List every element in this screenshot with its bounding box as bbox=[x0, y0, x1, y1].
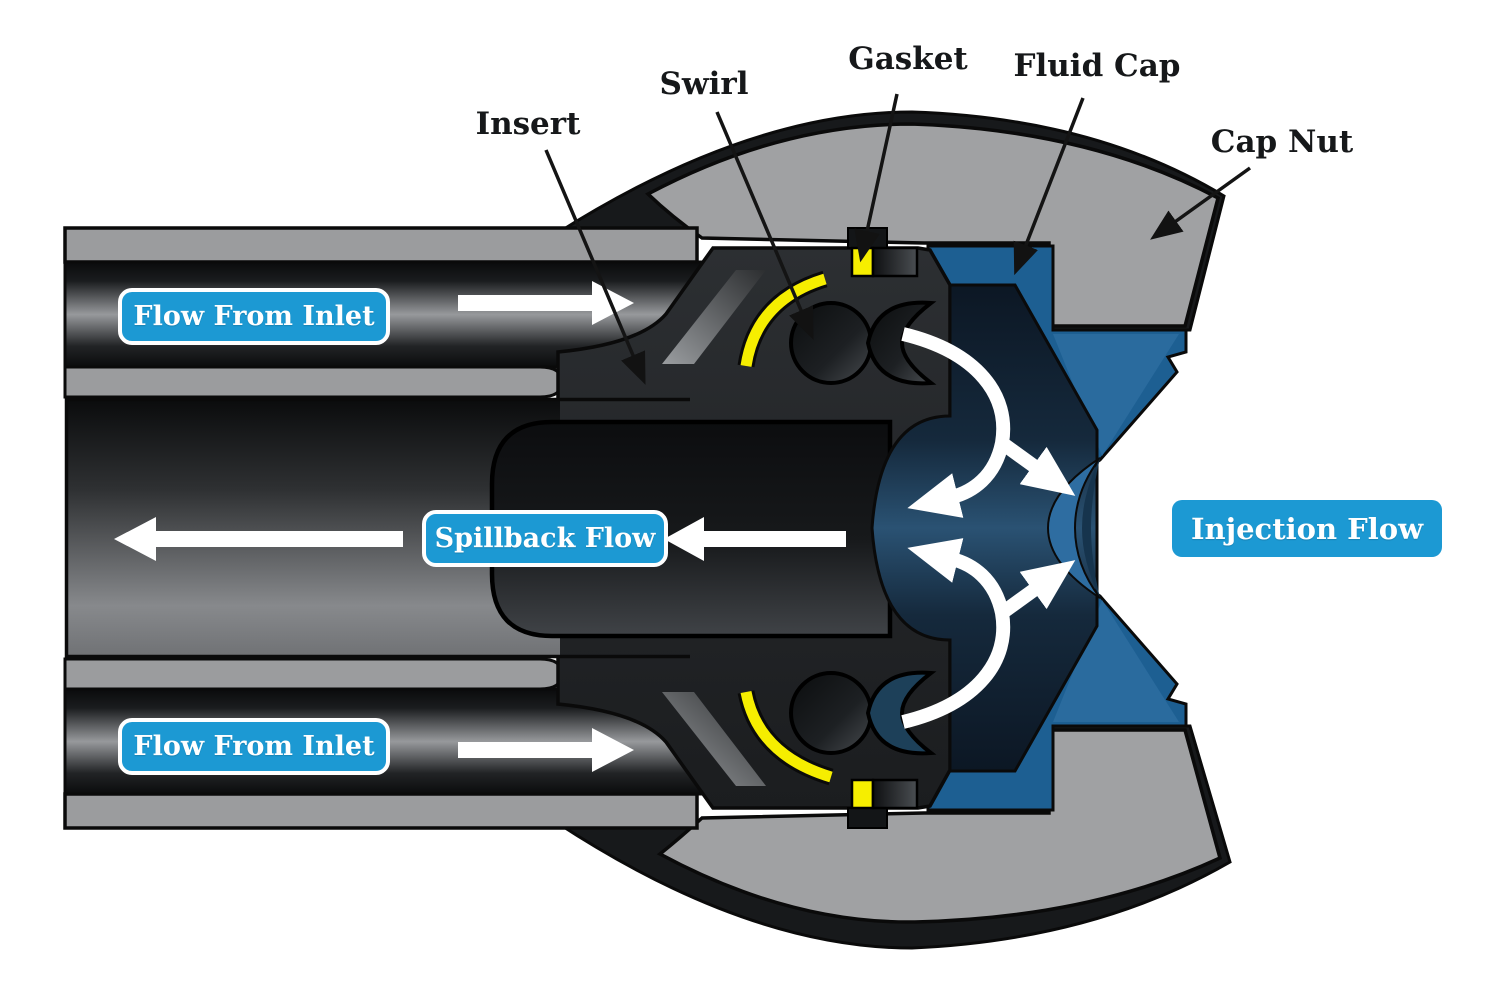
swirl-vane-bottom-left bbox=[789, 671, 873, 755]
swirl-flow-arrow-top-injection bbox=[997, 437, 1076, 496]
spillback-flow-label: Spillback Flow bbox=[422, 510, 668, 567]
orifice-crescent-shadow bbox=[1082, 458, 1100, 598]
inner-wall-bottom bbox=[63, 657, 564, 691]
swirl-flow-arrow-bottom-return bbox=[901, 538, 1011, 729]
outer-wall-bottom bbox=[63, 792, 699, 830]
inner-wall-top bbox=[63, 365, 564, 399]
flow-from-inlet-top-label: Flow From Inlet bbox=[118, 288, 390, 345]
cap-nut-bottom bbox=[656, 728, 1223, 924]
insert-leader-line bbox=[544, 149, 646, 385]
gasket-leader-line bbox=[854, 93, 899, 263]
injection-flow-label: Injection Flow bbox=[1172, 500, 1442, 557]
insert-lip-top bbox=[871, 246, 919, 278]
gasket-seat-arc-top bbox=[740, 273, 827, 367]
fluid-cap-leader-line bbox=[1013, 97, 1085, 276]
cap-nut-leader-line bbox=[1150, 166, 1252, 240]
inlet-arrow-top bbox=[458, 281, 634, 325]
flow-from-inlet-bottom-label: Flow From Inlet bbox=[118, 718, 390, 775]
fluid-cap-highlight-top bbox=[1053, 334, 1179, 456]
bore-edges bbox=[64, 397, 690, 659]
swirl-chamber bbox=[870, 283, 1099, 773]
spillback-arrow-mid bbox=[664, 517, 846, 561]
spillback-arrow-left bbox=[114, 517, 403, 561]
gasket-groove-bottom bbox=[847, 807, 888, 829]
gasket-seat-arc-bottom bbox=[740, 690, 833, 783]
gasket-bottom bbox=[850, 778, 875, 810]
insert-bevel-top bbox=[662, 270, 766, 364]
inlet-arrow-bottom bbox=[458, 728, 634, 772]
insert-lip-bottom bbox=[871, 778, 919, 810]
fluid-cap-highlight-bottom bbox=[1053, 600, 1179, 722]
outer-wall-top bbox=[63, 226, 699, 264]
swirl-flow-arrow-bottom-injection bbox=[997, 560, 1076, 619]
insert-bevel-bottom bbox=[662, 692, 766, 786]
gasket-top bbox=[850, 246, 875, 278]
swirl-leader-line bbox=[715, 111, 814, 340]
swirl-flow-arrow-top-return bbox=[901, 327, 1011, 518]
